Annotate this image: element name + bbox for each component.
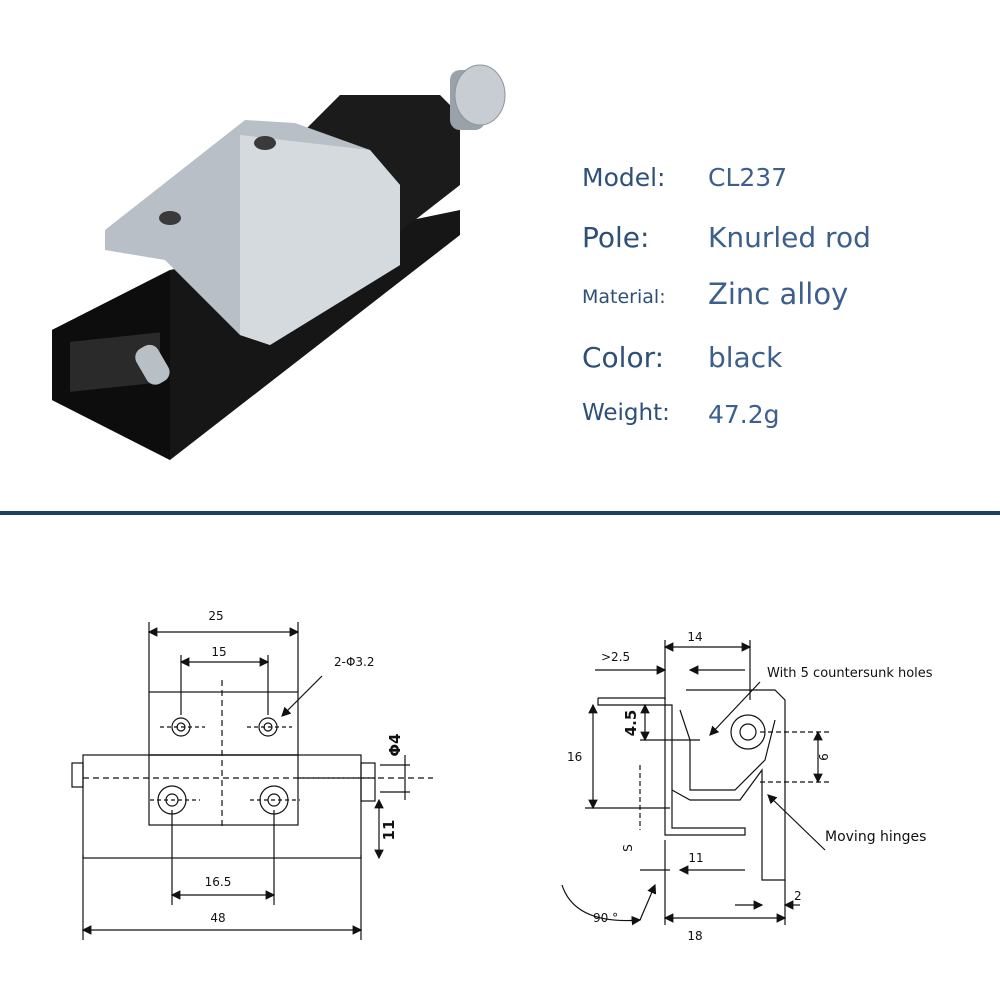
dim-14: 14 [687,630,702,644]
dim-11-left: 11 [380,820,398,841]
product-photo [52,64,506,460]
dim-6: 6 [817,753,831,761]
spec-value-pole: Knurled rod [708,221,871,254]
angle-90: 90 ° [593,911,618,925]
side-view-drawing [561,640,830,926]
front-view-drawing [71,622,433,940]
technical-drawings: 25 15 2-Φ3.2 Φ4 11 16.5 48 >2.5 [71,609,933,943]
spec-value-color: black [708,341,783,374]
dim-2-5: >2.5 [601,650,630,664]
dim-16-5: 16.5 [205,875,232,889]
dim-2: 2 [794,889,802,903]
spec-label-model: Model: [582,163,666,192]
spec-label-weight: Weight: [582,400,670,426]
hole-note: 2-Φ3.2 [334,655,375,669]
countersunk-note: With 5 countersunk holes [767,666,933,681]
dim-phi4: Φ4 [386,733,404,756]
moving-note: Moving hinges [825,829,926,845]
spec-label-material: Material: [582,286,666,308]
dim-25: 25 [208,609,223,623]
spec-label-pole: Pole: [582,221,650,254]
dim-18: 18 [687,929,702,943]
section-divider [0,511,1000,515]
spec-value-weight: 47.2g [708,400,780,429]
dim-11-right: 11 [688,851,703,865]
dim-4-5: 4.5 [622,710,640,737]
spec-label-color: Color: [582,341,665,374]
spec-value-model: CL237 [708,163,788,192]
dim-s: S [621,844,635,852]
spec-value-material: Zinc alloy [708,277,849,311]
dim-16: 16 [567,750,582,764]
dim-48: 48 [210,911,225,925]
dim-15: 15 [211,645,226,659]
